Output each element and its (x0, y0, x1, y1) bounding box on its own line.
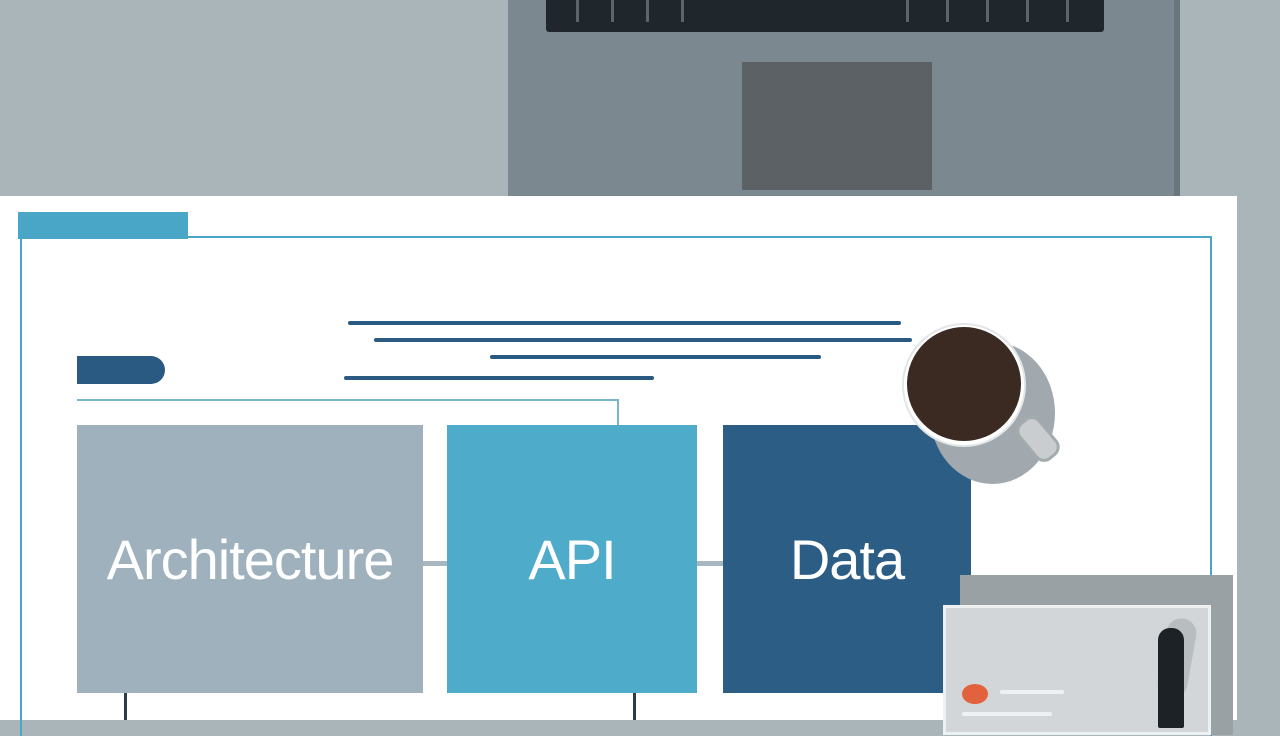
tablet-marker-dot (962, 684, 988, 704)
architecture-block: Architecture (77, 425, 423, 693)
tablet-line (962, 712, 1052, 716)
api-block: API (447, 425, 697, 693)
laptop-trackpad (742, 62, 932, 190)
block-connector (423, 561, 447, 566)
placeholder-line (348, 321, 901, 325)
header-pill (77, 356, 165, 384)
placeholder-line (344, 376, 654, 380)
block-leg (633, 693, 636, 720)
sheet-frame (20, 236, 1212, 736)
coffee (907, 327, 1021, 441)
tree-connector-horizontal (77, 399, 619, 401)
block-connector (697, 561, 723, 566)
tablet-line (1000, 690, 1064, 694)
architecture-label: Architecture (106, 527, 395, 591)
data-block: Data (723, 425, 971, 693)
placeholder-line (374, 338, 912, 342)
tree-connector-vertical (617, 399, 619, 425)
block-leg (124, 693, 127, 720)
api-label: API (528, 527, 616, 591)
laptop-keyboard (546, 0, 1104, 32)
pen-icon (1158, 628, 1184, 728)
sheet-tab (18, 212, 188, 239)
placeholder-line (490, 355, 821, 359)
data-label: Data (789, 527, 905, 591)
